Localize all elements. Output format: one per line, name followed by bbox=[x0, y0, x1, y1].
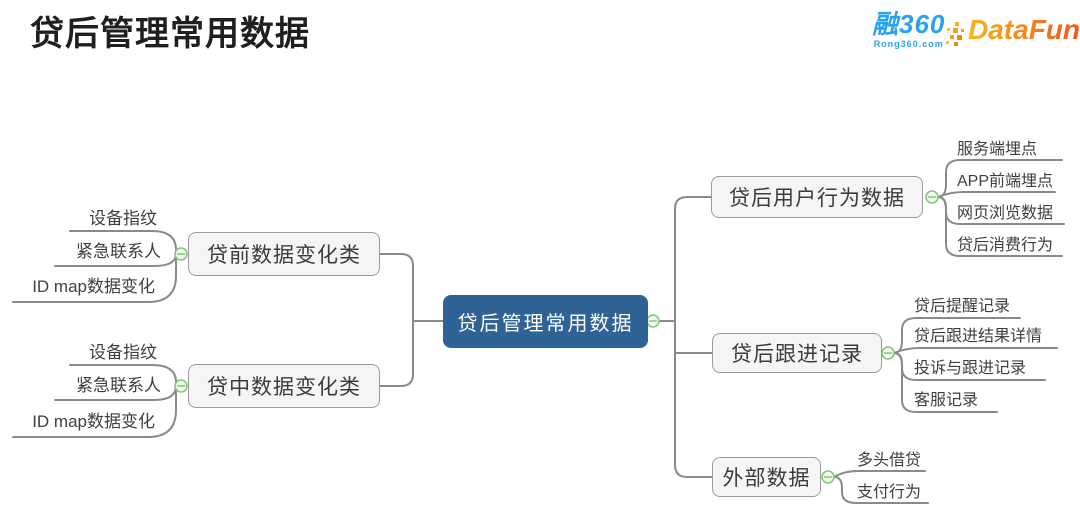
leaf-node[interactable]: APP前端埋点 bbox=[957, 173, 1054, 190]
collapse-button-branch-mid-loan[interactable] bbox=[174, 379, 188, 393]
branch-node-follow-up-records[interactable]: 贷后跟进记录 bbox=[712, 333, 882, 373]
collapse-button-branch-external[interactable] bbox=[821, 470, 835, 484]
connector-left-trunk bbox=[379, 253, 414, 387]
branch-node-user-behavior-data[interactable]: 贷后用户行为数据 bbox=[711, 176, 923, 218]
collapse-button-branch-pre-loan[interactable] bbox=[174, 247, 188, 261]
branch-node-pre-loan-data-changes[interactable]: 贷前数据变化类 bbox=[188, 232, 380, 276]
leaf-node[interactable]: 紧急联系人 bbox=[76, 242, 161, 261]
leaf-node[interactable]: 设备指纹 bbox=[89, 209, 157, 228]
leaf-node[interactable]: 客服记录 bbox=[914, 392, 979, 409]
leaf-node[interactable]: 贷后提醒记录 bbox=[914, 298, 1011, 315]
branch-node-mid-loan-data-changes[interactable]: 贷中数据变化类 bbox=[188, 364, 380, 408]
leaf-node[interactable]: 多头借贷 bbox=[857, 452, 922, 469]
leaf-node[interactable]: 支付行为 bbox=[857, 484, 922, 501]
leaf-node[interactable]: 投诉与跟进记录 bbox=[914, 360, 1027, 377]
collapse-button-branch-follow-up[interactable] bbox=[881, 346, 895, 360]
leaf-node[interactable]: 网页浏览数据 bbox=[957, 205, 1054, 222]
datafun-logo: DataFun. bbox=[946, 16, 1080, 46]
rong360-logo-text: 融360 bbox=[872, 9, 946, 39]
connector-right-trunk bbox=[674, 196, 713, 478]
mindmap-root-node[interactable]: 贷后管理常用数据 bbox=[443, 295, 648, 348]
datafun-dots-icon bbox=[946, 22, 964, 46]
leaf-node[interactable]: 设备指纹 bbox=[89, 343, 157, 362]
leaf-node[interactable]: 贷后跟进结果详情 bbox=[914, 328, 1043, 345]
rong360-logo: 融360 Rong360.com bbox=[872, 11, 945, 49]
leaf-node[interactable]: 贷后消费行为 bbox=[957, 237, 1054, 254]
rong360-logo-subtext: Rong360.com bbox=[873, 39, 944, 49]
leaf-node[interactable]: 紧急联系人 bbox=[76, 376, 161, 395]
branch-node-external-data[interactable]: 外部数据 bbox=[712, 457, 821, 497]
leaf-node[interactable]: ID map数据变化 bbox=[32, 412, 155, 431]
collapse-button-root[interactable] bbox=[646, 314, 660, 328]
page-title: 贷后管理常用数据 bbox=[30, 15, 310, 53]
datafun-logo-text: DataFun bbox=[968, 14, 1080, 45]
leaf-node[interactable]: ID map数据变化 bbox=[32, 277, 155, 296]
leaf-node[interactable]: 服务端埋点 bbox=[957, 141, 1038, 158]
collapse-button-branch-user-behavior[interactable] bbox=[925, 190, 939, 204]
